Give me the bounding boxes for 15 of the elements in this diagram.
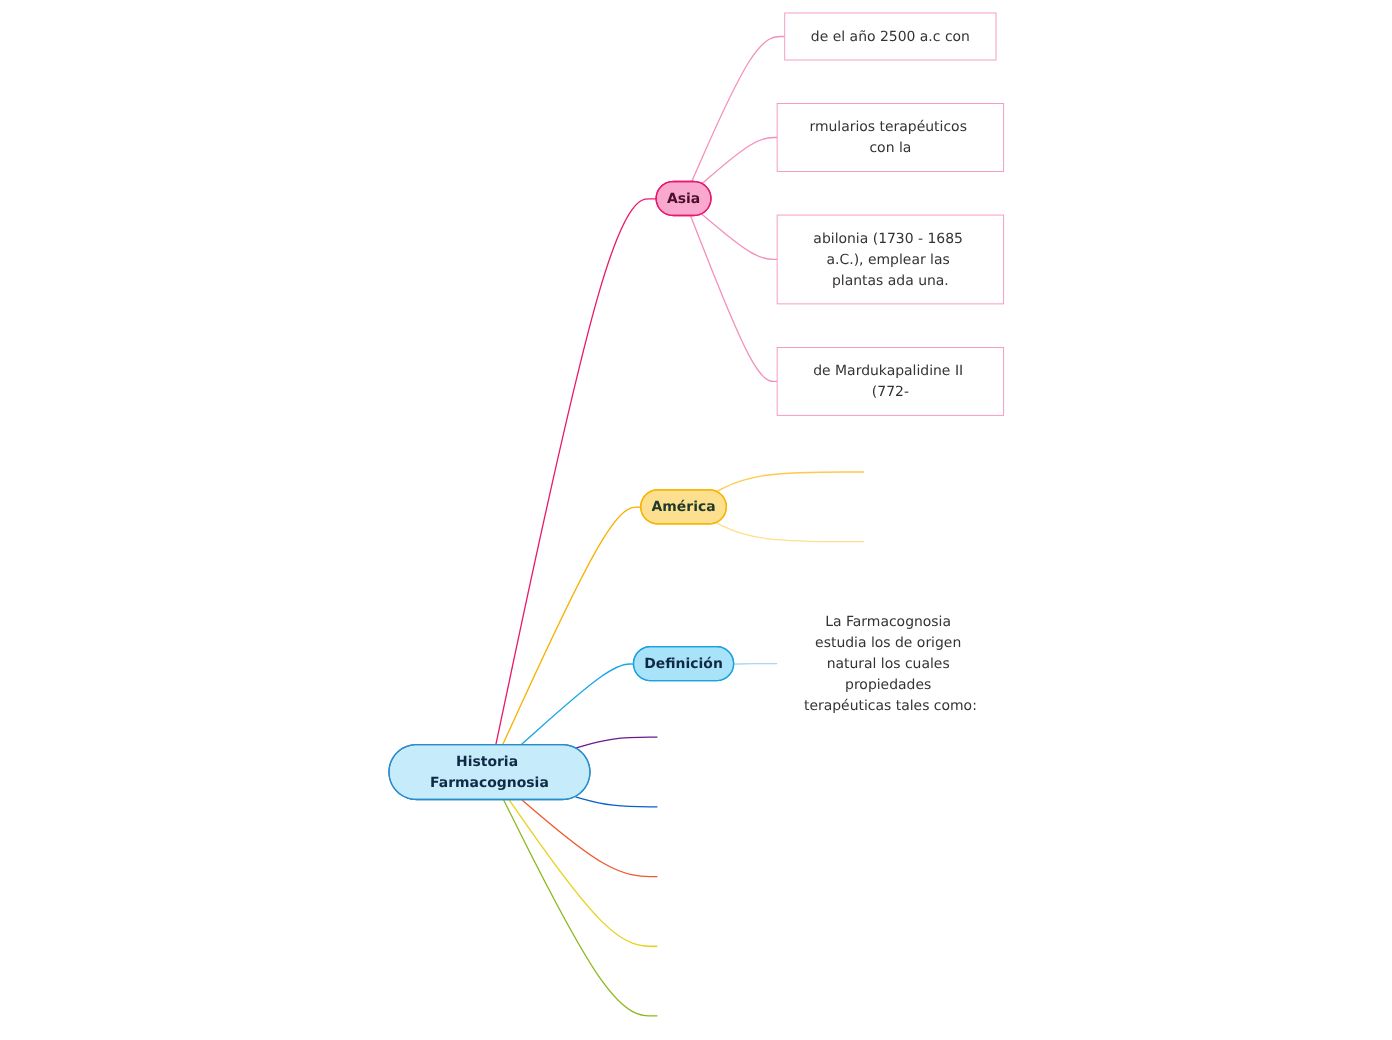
connector: [700, 135, 778, 184]
connector: [508, 798, 658, 946]
connector: [519, 662, 635, 745]
connector: [521, 798, 658, 877]
connector: [574, 735, 658, 748]
connector: [574, 795, 658, 807]
connector: [502, 798, 658, 1016]
connector: [715, 521, 865, 542]
connector: [700, 212, 778, 260]
connector: [690, 34, 786, 182]
connector: [715, 470, 865, 492]
connector: [689, 214, 778, 382]
connector: [733, 661, 778, 664]
connector: [501, 505, 642, 745]
connector: [494, 197, 657, 745]
